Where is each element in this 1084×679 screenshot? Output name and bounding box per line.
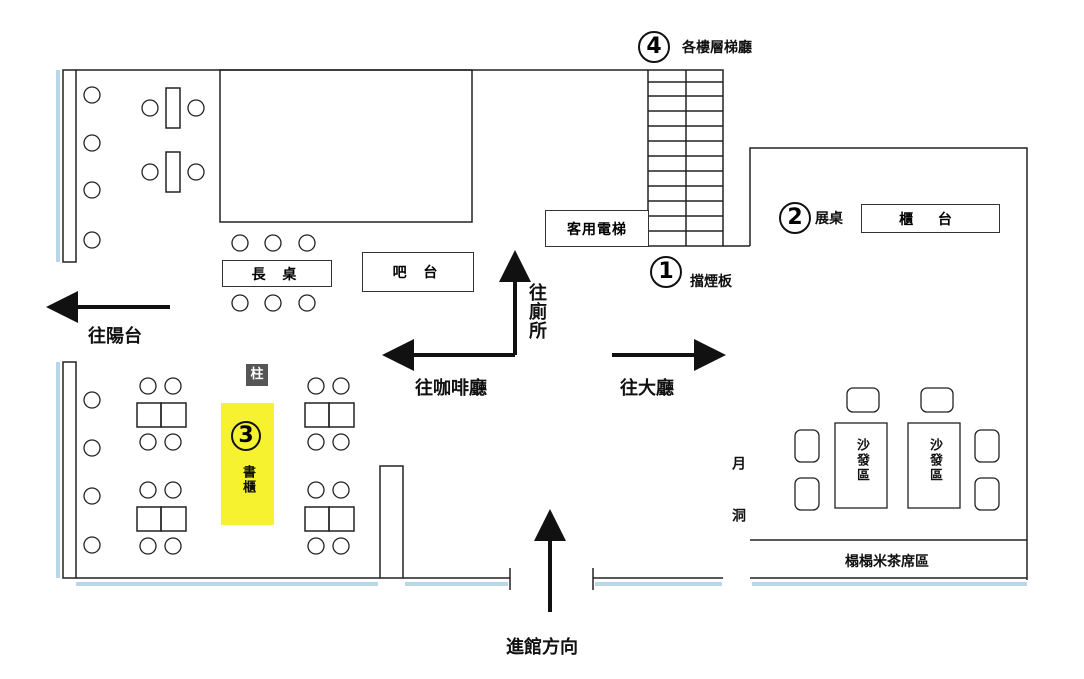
to-cafe-label: 往咖啡廳 xyxy=(415,378,487,399)
to-lobby-label: 往大廳 xyxy=(620,378,674,399)
sofa-chairs xyxy=(794,387,1000,511)
bookcase-label: 書櫃 xyxy=(240,465,255,495)
elevator: 客用電梯 xyxy=(545,210,649,247)
pillar-wall xyxy=(379,465,404,579)
tables xyxy=(136,87,355,532)
marker-4: 4 xyxy=(638,31,670,63)
long-table: 長 桌 xyxy=(222,260,332,287)
display-table-label: 展桌 xyxy=(815,211,843,227)
direction-arrows xyxy=(46,250,726,612)
kitchen-block xyxy=(219,69,473,223)
smoke-barrier-label: 擋煙板 xyxy=(690,274,732,290)
windows xyxy=(56,70,1027,586)
entrance-direction-label: 進館方向 xyxy=(506,637,578,658)
to-restroom-label: 往廁所 xyxy=(526,283,547,340)
staircase xyxy=(647,69,724,247)
to-balcony-label: 往陽台 xyxy=(88,326,142,347)
pillar: 柱 xyxy=(246,364,268,386)
counter: 櫃 台 xyxy=(861,204,1000,233)
stair-hall-label: 各樓層梯廳 xyxy=(682,40,752,56)
sofa-area-1-label: 沙發區 xyxy=(854,438,869,483)
marker-1: 1 xyxy=(650,256,682,288)
moon-gate-label: 月洞 xyxy=(730,456,746,560)
bookcase: 3 書櫃 xyxy=(221,403,274,525)
tatami-label: 榻榻米茶席區 xyxy=(845,554,929,570)
marker-2: 2 xyxy=(779,202,811,234)
sofa-area-2-label: 沙發區 xyxy=(927,438,942,483)
bar: 吧 台 xyxy=(362,252,474,292)
marker-3: 3 xyxy=(231,421,261,451)
chairs xyxy=(83,86,350,555)
